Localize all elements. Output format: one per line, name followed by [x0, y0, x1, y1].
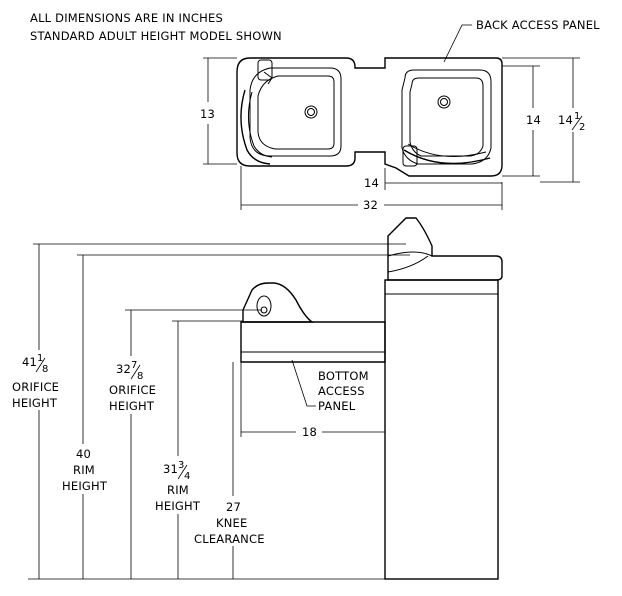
svg-text:1: 1 [574, 111, 581, 122]
svg-text:14: 14 [558, 113, 573, 127]
back-access-panel-label: BACK ACCESS PANEL [476, 18, 600, 32]
rim-height-low-label-1: RIM [167, 483, 189, 497]
svg-text:31: 31 [163, 462, 178, 476]
high-bowl-guard [403, 149, 491, 165]
rim-height-high-value: 40 [76, 447, 91, 461]
dim-14-width-label: 14 [364, 176, 379, 190]
top-view: BACK ACCESS PANEL 13 14 14 1 2 14 [200, 18, 600, 212]
low-drain [304, 105, 318, 119]
knee-clearance-label-1: KNEE [216, 516, 247, 530]
high-bowl-basin-inner [409, 77, 484, 157]
low-drain-inner [307, 108, 315, 116]
bottom-panel-leader [291, 359, 316, 407]
svg-text:7: 7 [131, 360, 138, 371]
svg-text:1: 1 [37, 353, 44, 364]
low-bowl-basin [249, 67, 342, 157]
orifice-height-high-value: 41 1 8 [22, 353, 49, 375]
low-bowl-head [242, 282, 315, 323]
low-bowl-guard-inner [248, 91, 273, 158]
low-bubbler [257, 59, 273, 81]
dim-14-half-label: 14 1 2 [558, 111, 586, 133]
svg-text:32: 32 [116, 362, 131, 376]
orifice-height-low-label-2: HEIGHT [109, 399, 155, 413]
high-bubbler [402, 145, 418, 167]
tower-column [384, 279, 499, 580]
back-panel-leader [443, 24, 472, 63]
side-view: BOTTOM ACCESS PANEL 18 41 1 8 ORIFICE HE… [12, 217, 503, 580]
svg-text:2: 2 [579, 122, 586, 133]
rim-height-high-label-1: RIM [73, 463, 95, 477]
low-bowl-guard [240, 89, 271, 165]
high-bowl-curve [387, 255, 429, 273]
low-bowl-basin-inner [257, 75, 335, 150]
high-bowl-guard-inner [407, 143, 487, 157]
rim-height-low-value: 31 3 4 [163, 460, 191, 482]
svg-text:4: 4 [184, 471, 191, 482]
low-bowl-housing [236, 57, 503, 177]
svg-text:3: 3 [178, 460, 185, 471]
knee-clearance-value: 27 [226, 500, 241, 514]
orifice-height-low-value: 32 7 8 [116, 360, 144, 382]
svg-text:8: 8 [42, 364, 49, 375]
rim-height-high-label-2: HEIGHT [62, 479, 108, 493]
note-dimensions: ALL DIMENSIONS ARE IN INCHES [30, 11, 223, 25]
high-drain [437, 95, 451, 109]
dim-14-depth-label: 14 [526, 113, 541, 127]
high-bowl-head [387, 217, 503, 281]
orifice-height-low-label-1: ORIFICE [109, 383, 156, 397]
svg-text:8: 8 [137, 371, 144, 382]
note-model: STANDARD ADULT HEIGHT MODEL SHOWN [30, 29, 282, 43]
low-bubbler-nozzle [263, 71, 273, 85]
bottom-panel-label-1: BOTTOM [318, 369, 369, 383]
low-bubbler-side [256, 295, 272, 317]
high-drain-inner [440, 98, 448, 106]
rim-height-low-label-2: HEIGHT [155, 499, 201, 513]
dim-13-label: 13 [200, 107, 215, 121]
bottom-panel-label-2: ACCESS [318, 384, 365, 398]
orifice-height-high-label-2: HEIGHT [12, 396, 58, 410]
low-bowl-body [240, 321, 386, 363]
orifice-height-high-label-1: ORIFICE [12, 380, 59, 394]
dim-18-label: 18 [302, 425, 317, 439]
dim-32-label: 32 [363, 198, 378, 212]
knee-clearance-label-2: CLEARANCE [194, 532, 265, 546]
high-bowl-basin [401, 69, 492, 165]
bottom-panel-label-3: PANEL [318, 399, 356, 413]
svg-text:41: 41 [22, 355, 37, 369]
